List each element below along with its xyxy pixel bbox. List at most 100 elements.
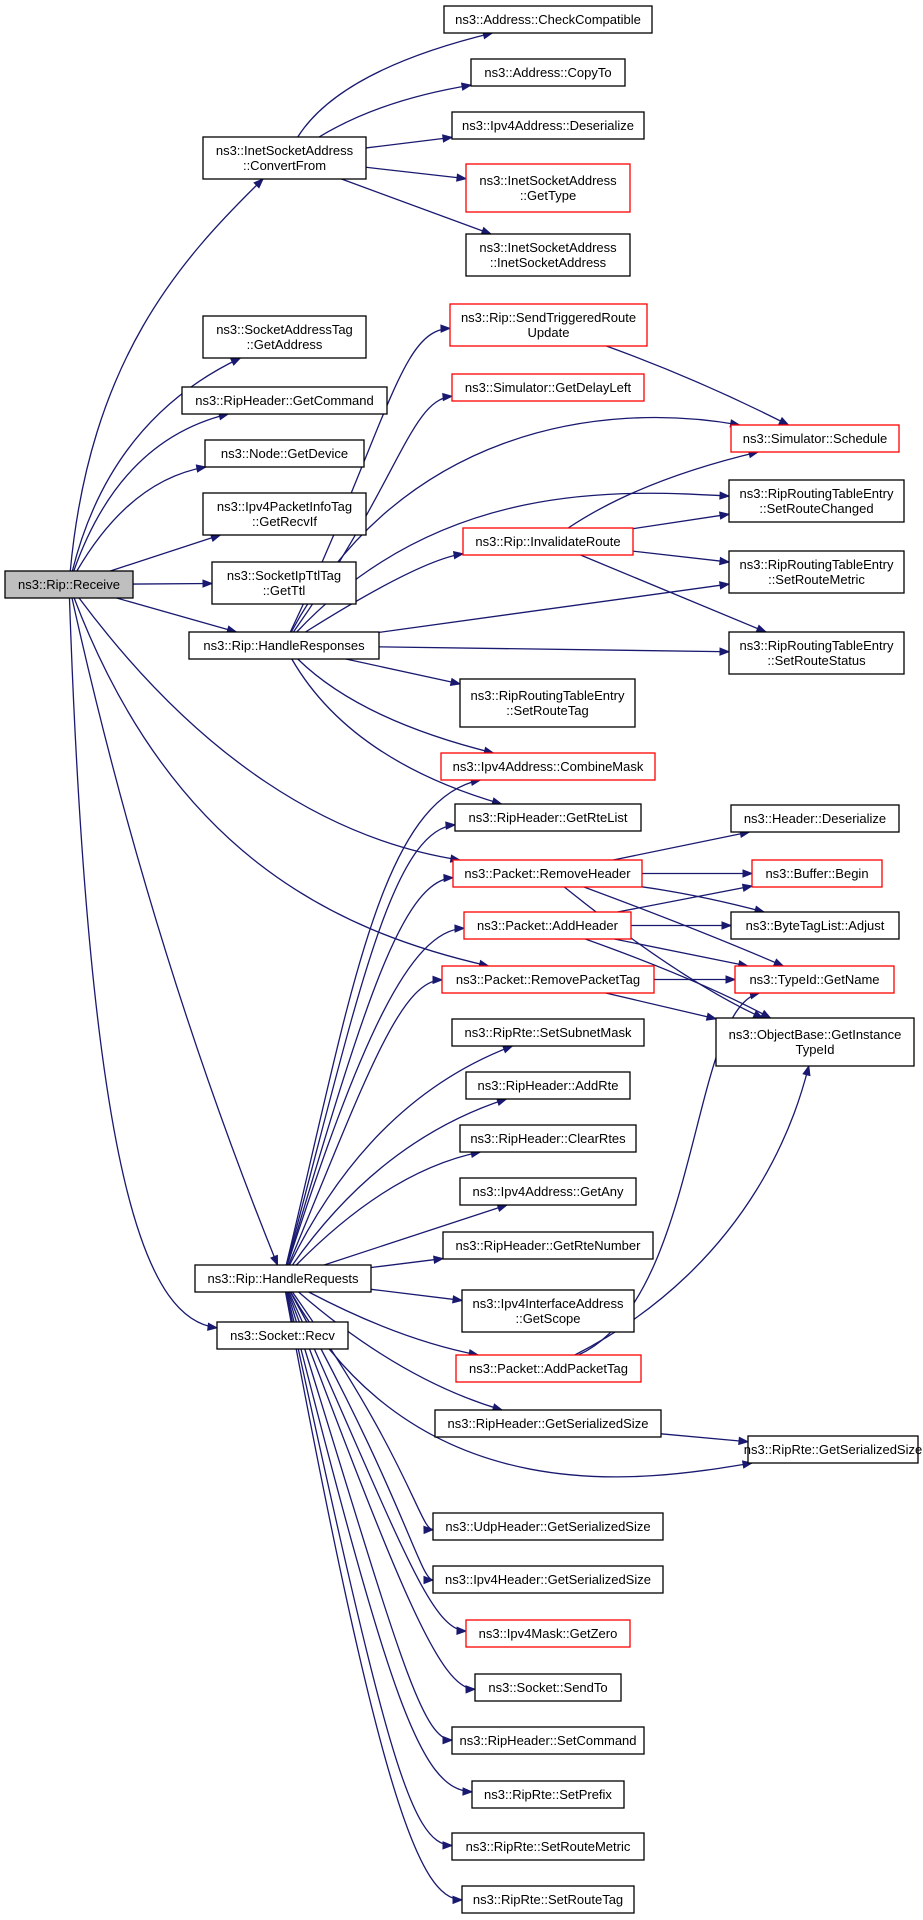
node-label: ::GetTtl [263,583,306,598]
node-riprte-setroutemetric[interactable]: ns3::RipRte::SetRouteMetric [451,1832,645,1861]
node-ripheader-setcommand[interactable]: ns3::RipHeader::SetCommand [451,1726,645,1755]
node-sockaddrtag-getaddress[interactable]: ns3::SocketAddressTag::GetAddress [202,315,367,359]
call-edge-convert-from-to-address-copyto [318,82,473,138]
node-ripheader-clearrtes[interactable]: ns3::RipHeader::ClearRtes [459,1124,637,1153]
arrowhead-icon [207,1322,219,1331]
edge-line [605,992,717,1020]
node-handle-requests[interactable]: ns3::Rip::HandleRequests [194,1264,372,1293]
edge-line [378,583,730,634]
node-packet-removeheader[interactable]: ns3::Packet::RemoveHeader [452,859,643,888]
node-box [451,1832,645,1861]
node-sim-getdelayleft[interactable]: ns3::Simulator::GetDelayLeft [451,373,645,402]
node-riprte-setprefix[interactable]: ns3::RipRte::SetPrefix [471,1780,625,1809]
node-packet-removepackettag[interactable]: ns3::Packet::RemovePacketTag [441,965,655,994]
node-ripheader-getcommand[interactable]: ns3::RipHeader::GetCommand [181,386,388,415]
node-combine-mask[interactable]: ns3::Ipv4Address::CombineMask [440,752,656,781]
node-ipv4mask-getzero[interactable]: ns3::Ipv4Mask::GetZero [465,1619,631,1648]
arrowhead-icon [725,975,737,984]
node-handle-responses[interactable]: ns3::Rip::HandleResponses [188,631,380,660]
node-sim-schedule[interactable]: ns3::Simulator::Schedule [730,424,900,453]
call-edge-handle-requests-to-ipv4ifaddr-getscope [370,1288,464,1304]
node-box [202,315,367,359]
node-label: ns3::Simulator::GetDelayLeft [465,380,632,395]
node-label: ns3::Socket::Recv [230,1328,335,1343]
node-socket-recv[interactable]: ns3::Socket::Recv [216,1321,349,1350]
node-label: ns3::RipHeader::GetCommand [195,393,373,408]
node-socketipttltag-getttl[interactable]: ns3::SocketIpTtlTag::GetTtl [211,561,357,605]
node-label: ns3::Header::Deserialize [744,811,886,826]
node-label: ns3::Address::CopyTo [484,65,611,80]
call-edge-packet-removeheader-to-bytetaglist-adjust [641,886,766,914]
node-check-compatible[interactable]: ns3::Address::CheckCompatible [443,5,653,34]
arrowhead-icon [432,975,444,985]
node-ripheader-addrte[interactable]: ns3::RipHeader::AddRte [465,1071,631,1100]
node-socket-sendto[interactable]: ns3::Socket::SendTo [474,1673,622,1702]
arrowhead-icon [452,550,465,560]
edge-line [632,513,730,530]
call-edge-handle-requests-to-ipv4header-getserializedsize [289,1291,435,1585]
node-invalidate-route[interactable]: ns3::Rip::InvalidateRoute [462,527,634,556]
arrowhead-icon [465,1685,477,1694]
node-convert-from[interactable]: ns3::InetSocketAddress::ConvertFrom [202,136,367,180]
node-box [202,492,367,536]
call-edge-packet-addheader-to-bytetaglist-adjust [631,921,733,930]
node-buffer-begin[interactable]: ns3::Buffer::Begin [751,859,883,888]
node-rte-setroutetag[interactable]: ns3::RipRoutingTableEntry::SetRouteTag [459,678,636,728]
node-label: ns3::RipRoutingTableEntry [740,638,894,653]
node-label: TypeId [795,1042,834,1057]
node-ipv4header-getserializedsize[interactable]: ns3::Ipv4Header::GetSerializedSize [432,1565,664,1594]
node-rte-setroutechanged[interactable]: ns3::RipRoutingTableEntry::SetRouteChang… [728,479,905,523]
node-bytetaglist-adjust[interactable]: ns3::ByteTagList::Adjust [730,911,900,940]
node-pktinfotag-getrecvif[interactable]: ns3::Ipv4PacketInfoTag::GetRecvIf [202,492,367,536]
node-ipv4address-getany[interactable]: ns3::Ipv4Address::GetAny [459,1177,637,1206]
node-box [728,631,905,675]
node-ripheader-getrtenumber[interactable]: ns3::RipHeader::GetRteNumber [442,1231,654,1260]
node-inetsocket-gettype[interactable]: ns3::InetSocketAddress::GetType [465,163,631,213]
node-riprte-setroutetag[interactable]: ns3::RipRte::SetRouteTag [461,1885,635,1914]
node-ipv4ifaddr-getscope[interactable]: ns3::Ipv4InterfaceAddress::GetScope [461,1289,635,1333]
call-edge-handle-requests-to-combine-mask [285,777,482,1266]
edge-line [341,178,492,235]
arrowhead-icon [423,1525,435,1535]
edge-line [116,597,237,633]
node-header-deserialize[interactable]: ns3::Header::Deserialize [730,804,900,833]
node-node-getdevice[interactable]: ns3::Node::GetDevice [204,439,365,468]
node-typeid-getname[interactable]: ns3::TypeId::GetName [734,965,895,994]
node-label: ::SetRouteTag [506,703,588,718]
edge-line [290,1291,753,1478]
node-udpheader-getserializedsize[interactable]: ns3::UdpHeader::GetSerializedSize [432,1512,664,1541]
node-riprte-getserializedsize[interactable]: ns3::RipRte::GetSerializedSize [744,1435,922,1464]
node-packet-addpackettag[interactable]: ns3::Packet::AddPacketTag [455,1354,642,1383]
node-get-rte-list[interactable]: ns3::RipHeader::GetRteList [454,803,642,832]
node-box [443,5,653,34]
node-packet-addheader[interactable]: ns3::Packet::AddHeader [463,911,632,940]
call-edge-packet-removeheader-to-buffer-begin [642,869,754,878]
node-label: ns3::RipRte::SetSubnetMask [465,1025,632,1040]
node-rte-setroutemetric[interactable]: ns3::RipRoutingTableEntry::SetRouteMetri… [728,550,905,594]
node-box [730,911,900,940]
arrowhead-icon [705,1012,718,1021]
node-label: ns3::Rip::HandleRequests [207,1271,359,1286]
call-edge-receive-to-pktinfotag-getrecvif [110,533,222,572]
node-box [181,386,388,415]
node-riprte-setsubnetmask[interactable]: ns3::RipRte::SetSubnetMask [451,1018,645,1047]
node-ipv4address-deserialize[interactable]: ns3::Ipv4Address::Deserialize [451,111,645,140]
node-box [434,1409,662,1438]
node-box [188,631,380,660]
node-label: ::SetRouteStatus [767,653,866,668]
node-label: ns3::Buffer::Begin [765,866,868,881]
node-address-copyto[interactable]: ns3::Address::CopyTo [470,58,626,87]
node-label: ns3::Rip::InvalidateRoute [475,534,620,549]
edge-line [285,779,481,1266]
node-box [442,1231,654,1260]
edge-line [567,451,759,529]
node-rte-setroutestatus[interactable]: ns3::RipRoutingTableEntry::SetRouteStatu… [728,631,905,675]
node-ripheader-getserializedsize[interactable]: ns3::RipHeader::GetSerializedSize [434,1409,662,1438]
node-label: ns3::Rip::HandleResponses [203,638,365,653]
node-receive[interactable]: ns3::Rip::Receive [4,570,134,599]
arrowhead-icon [456,173,468,182]
call-edge-handle-requests-to-riprte-setprefix [285,1291,474,1796]
node-inetsocket-ctor[interactable]: ns3::InetSocketAddress::InetSocketAddres… [465,233,631,277]
